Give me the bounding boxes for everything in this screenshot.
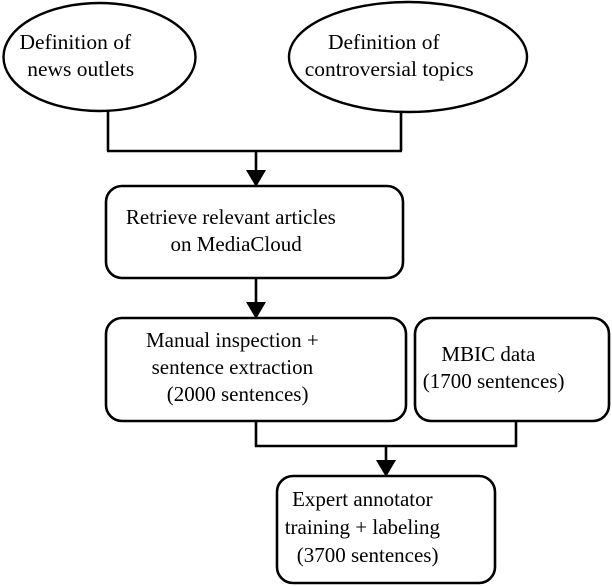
node-label-line: MBIC data [441, 342, 536, 366]
connector-group-bottom [254, 421, 518, 477]
connector-group-top [106, 111, 403, 187]
ellipse-shape-news-outlets [2, 1, 197, 113]
node-label-retrieve-articles: Retrieve relevant articles on MediaCloud [126, 205, 383, 256]
arrowhead-to-expert-annotator [376, 460, 396, 477]
node-definition-news-outlets[interactable]: Definition of news outlets [2, 1, 197, 113]
box-shape-mbic-data [413, 316, 611, 423]
node-label-line: (1700 sentences) [423, 369, 565, 393]
node-label-line: Expert annotator [292, 487, 433, 511]
node-label-line: sentence extraction [152, 355, 314, 379]
node-label-line: (2000 sentences) [167, 382, 309, 406]
node-expert-annotator[interactable]: Expert annotator training + labeling (37… [275, 474, 497, 585]
node-label-line: Definition of [19, 30, 131, 54]
node-label-news-outlets: Definition of news outlets [19, 30, 179, 81]
arrowhead-to-manual-inspection [246, 302, 266, 319]
node-label-line: Manual inspection + [146, 328, 319, 352]
node-label-controversial-topics: Definition of controversial topics [305, 30, 512, 81]
node-label-mbic-data: MBIC data (1700 sentences) [423, 342, 601, 393]
node-label-line: controversial topics [305, 57, 474, 81]
node-retrieve-articles[interactable]: Retrieve relevant articles on MediaCloud [104, 184, 405, 280]
box-shape-retrieve-articles [104, 184, 405, 280]
box-shape-manual-inspection [104, 316, 408, 423]
connector-group-middle [246, 278, 266, 319]
node-manual-inspection[interactable]: Manual inspection + sentence extraction … [104, 316, 408, 423]
node-label-manual-inspection: Manual inspection + sentence extraction … [146, 328, 366, 406]
node-label-line: Definition of [328, 30, 440, 54]
arrowhead-to-retrieve-articles [246, 170, 266, 187]
node-mbic-data[interactable]: MBIC data (1700 sentences) [413, 316, 611, 423]
ellipse-shape-controversial-topics [287, 0, 529, 114]
node-label-expert-annotator: Expert annotator training + labeling (37… [285, 487, 488, 567]
node-label-line: (3700 sentences) [297, 543, 439, 567]
box-shape-expert-annotator [275, 474, 497, 585]
node-label-line: training + labeling [285, 515, 441, 539]
node-label-line: Retrieve relevant articles [126, 205, 336, 229]
node-label-line: news outlets [27, 57, 134, 81]
node-definition-controversial-topics[interactable]: Definition of controversial topics [287, 0, 529, 114]
node-label-line: on MediaCloud [171, 232, 303, 256]
